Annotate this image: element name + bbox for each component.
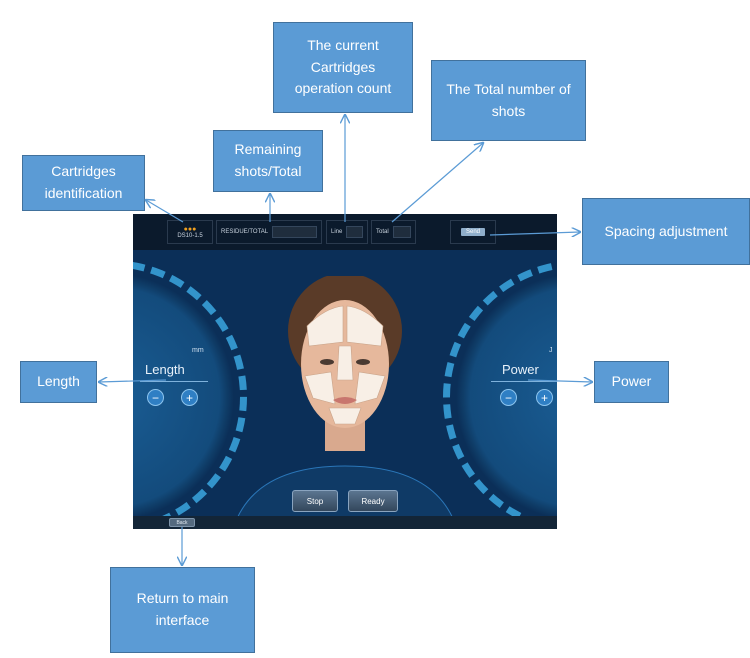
power-label: Power [502, 362, 539, 377]
length-underline [140, 381, 208, 382]
length-unit: mm [192, 347, 204, 354]
callout-cartridges-identification: Cartridges identification [22, 155, 145, 211]
callout-length: Length [20, 361, 97, 403]
power-unit: J [549, 347, 553, 354]
chin-zone [328, 407, 362, 425]
spacing-button[interactable]: Send [460, 228, 485, 236]
callout-text: Spacing adjustment [604, 222, 728, 239]
cheek-left-zone [304, 371, 336, 405]
callout-remaining-shots: Remaining shots/Total [213, 130, 323, 192]
power-underline [491, 381, 557, 382]
total-count-panel: Total [371, 220, 416, 244]
callout-text: Cartridges identification [44, 163, 123, 201]
line-value-field [346, 226, 363, 238]
residue-label: RESIDUE/TOTAL [221, 229, 269, 235]
ready-button[interactable]: Ready [348, 490, 398, 512]
length-dial: mm Length − + [133, 260, 247, 529]
cartridge-id-panel: ●●● DS10-1.5 [167, 220, 213, 244]
device-screen: ●●● DS10-1.5 RESIDUE/TOTAL Line Total Se… [133, 214, 557, 529]
callout-total-shots: The Total number of shots [431, 60, 586, 141]
status-bar: ●●● DS10-1.5 RESIDUE/TOTAL Line Total Se… [133, 214, 557, 250]
callout-text: Length [37, 373, 80, 390]
power-increase-button[interactable]: + [536, 389, 553, 406]
lips-shape [333, 397, 357, 404]
residue-value-field [272, 226, 317, 238]
length-increase-button[interactable]: + [181, 389, 198, 406]
nose-zone [336, 345, 354, 381]
callout-text: The Total number of shots [446, 80, 571, 119]
back-button[interactable]: Back [169, 518, 195, 527]
stop-button[interactable]: Stop [292, 490, 338, 512]
total-label: Total [376, 229, 389, 235]
length-label: Length [145, 362, 185, 377]
arrow-total-shots [391, 143, 483, 223]
forehead-left-zone [306, 305, 344, 347]
bottom-control-arc [232, 465, 458, 529]
treatment-zones [304, 305, 386, 425]
face-treatment-map [288, 276, 402, 451]
spacing-panel: Send [450, 220, 496, 244]
line-count-panel: Line [326, 220, 368, 244]
callout-current-operation-count: The current Cartridges operation count [273, 22, 413, 113]
total-value-field [392, 226, 411, 238]
cheek-right-zone [354, 371, 386, 405]
left-eye-icon [320, 359, 334, 365]
line-label: Line [331, 229, 343, 235]
power-dial: J Power − + [443, 260, 557, 529]
control-arc-shape [232, 465, 458, 529]
callout-spacing-adjustment: Spacing adjustment [582, 198, 750, 265]
callout-return-main-interface: Return to main interface [110, 567, 255, 653]
cartridge-code: DS10-1.5 [177, 232, 203, 239]
bottom-strip: Back [133, 516, 557, 529]
callout-text: Power [611, 373, 652, 390]
callout-text: The current Cartridges operation count [294, 36, 392, 97]
residue-total-panel: RESIDUE/TOTAL [216, 220, 322, 244]
cartridge-indicator-dots: ●●● [183, 225, 197, 233]
forehead-right-zone [346, 305, 384, 347]
callout-power: Power [594, 361, 669, 403]
length-decrease-button[interactable]: − [147, 389, 164, 406]
callout-text: Remaining shots/Total [234, 141, 302, 179]
callout-text: Return to main interface [136, 590, 229, 628]
right-eye-icon [356, 359, 370, 365]
power-decrease-button[interactable]: − [500, 389, 517, 406]
